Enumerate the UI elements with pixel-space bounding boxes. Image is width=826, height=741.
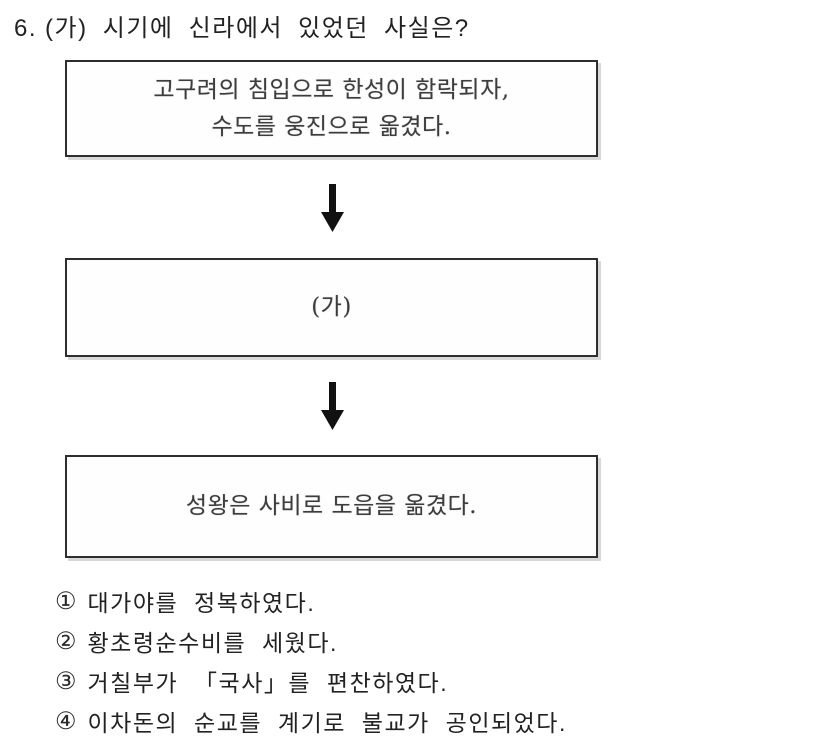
- choice-option-1[interactable]: ① 대가야를 정복하였다.: [55, 581, 795, 621]
- choice-marker: ③: [55, 667, 77, 695]
- flow-box-sabi-move: 성왕은 사비로 도읍을 옮겼다.: [65, 455, 598, 558]
- flow-box-line: 수도를 웅진으로 옮겼다.: [211, 113, 452, 140]
- question-text: (가) 시기에 신라에서 있었던 사실은?: [45, 15, 470, 42]
- down-arrow-icon: [321, 382, 344, 430]
- flow-box-line: (가): [311, 294, 352, 320]
- choice-marker: ④: [55, 707, 77, 735]
- question-number: 6.: [14, 15, 38, 42]
- choice-text: 거칠부가 「국사」를 편찬하였다.: [87, 670, 449, 696]
- down-arrow-icon: [321, 184, 344, 232]
- choice-text: 이차돈의 순교를 계기로 불교가 공인되었다.: [87, 710, 567, 736]
- choice-text: 대가야를 정복하였다.: [87, 590, 316, 616]
- choice-text: 황초령순수비를 세웠다.: [87, 630, 338, 656]
- flow-box-line: 고구려의 침입으로 한성이 함락되자,: [153, 76, 510, 103]
- choice-option-2[interactable]: ② 황초령순수비를 세웠다.: [55, 621, 795, 661]
- question-headline: 6. (가) 시기에 신라에서 있었던 사실은?: [14, 8, 470, 43]
- flow-box-hanseong-fall: 고구려의 침입으로 한성이 함락되자, 수도를 웅진으로 옮겼다.: [65, 60, 598, 157]
- answer-choices: ① 대가야를 정복하였다. ② 황초령순수비를 세웠다. ③ 거칠부가 「국사」…: [55, 581, 795, 741]
- choice-option-4[interactable]: ④ 이차돈의 순교를 계기로 불교가 공인되었다.: [55, 701, 795, 741]
- flow-box-ga-placeholder: (가): [65, 258, 598, 357]
- flow-box-line: 성왕은 사비로 도읍을 옮겼다.: [185, 493, 478, 519]
- choice-option-3[interactable]: ③ 거칠부가 「국사」를 편찬하였다.: [55, 661, 795, 701]
- choice-marker: ②: [55, 627, 77, 655]
- choice-marker: ①: [55, 587, 77, 615]
